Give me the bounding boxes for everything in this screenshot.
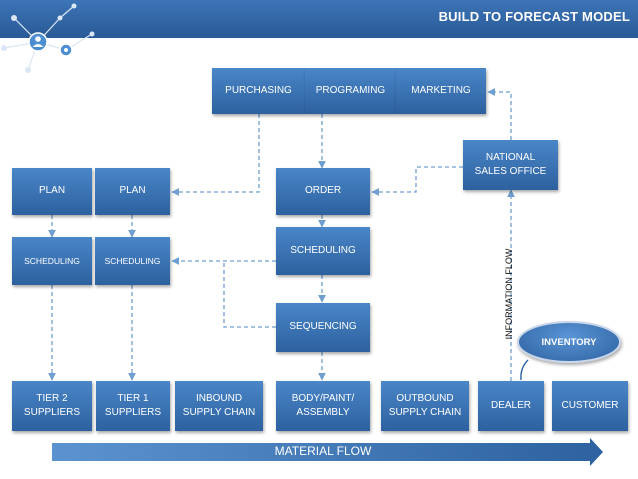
marketing-label: MARKETING <box>411 84 471 96</box>
tier2-suppliers-label: TIER 2 SUPPLIERS <box>23 392 81 419</box>
tier2-suppliers-box: TIER 2 SUPPLIERS <box>12 381 92 431</box>
tier1-suppliers-box: TIER 1 SUPPLIERS <box>96 381 170 431</box>
order-label: ORDER <box>304 185 342 197</box>
scheduling-tier1-box: SCHEDULING <box>95 237 170 285</box>
inbound-supply-chain-box: INBOUND SUPPLY CHAIN <box>175 381 263 431</box>
scheduling-center-label: SCHEDULING <box>290 244 356 256</box>
outbound-supply-chain-box: OUTBOUND SUPPLY CHAIN <box>381 381 469 431</box>
order-box: ORDER <box>276 168 370 215</box>
scheduling-tier1-label: SCHEDULING <box>104 255 161 266</box>
dealer-label: DEALER <box>490 399 531 411</box>
customer-box: CUSTOMER <box>552 381 628 431</box>
purchasing-box: PURCHASING <box>212 68 305 114</box>
plan-tier2-label: PLAN <box>38 185 66 197</box>
scheduling-tier2-label: SCHEDULING <box>24 255 80 266</box>
material-flow-arrow <box>52 438 603 466</box>
national-sales-office-label: NATIONAL SALES OFFICE <box>474 151 547 178</box>
plan-tier1-label: PLAN <box>119 185 146 197</box>
inventory-ellipse: INVENTORY <box>517 321 621 363</box>
sequencing-box: SEQUENCING <box>276 303 370 352</box>
network-logo-icon <box>1 3 95 73</box>
inbound-supply-chain-label: INBOUND SUPPLY CHAIN <box>182 392 256 419</box>
tier1-suppliers-label: TIER 1 SUPPLIERS <box>104 392 162 419</box>
body-paint-assembly-box: BODY/PAINT/ ASSEMBLY <box>276 381 370 431</box>
customer-label: CUSTOMER <box>561 399 619 411</box>
scheduling-tier2-box: SCHEDULING <box>12 237 92 285</box>
page-title: BUILD TO FORECAST MODEL <box>438 9 630 24</box>
dealer-box: DEALER <box>478 381 544 431</box>
information-flow-text: INFORMATION FLOW <box>504 248 514 340</box>
header-bar: BUILD TO FORECAST MODEL <box>0 0 638 73</box>
programing-box: PROGRAMING <box>305 68 396 114</box>
programing-label: PROGRAMING <box>315 84 386 96</box>
inventory-label: INVENTORY <box>541 336 597 348</box>
marketing-box: MARKETING <box>396 68 486 114</box>
plan-tier1-box: PLAN <box>95 168 170 215</box>
plan-tier2-box: PLAN <box>12 168 92 215</box>
national-sales-office-box: NATIONAL SALES OFFICE <box>463 140 558 190</box>
material-flow-label: MATERIAL FLOW <box>274 444 372 458</box>
purchasing-label: PURCHASING <box>225 84 292 96</box>
scheduling-center-box: SCHEDULING <box>276 227 370 275</box>
outbound-supply-chain-label: OUTBOUND SUPPLY CHAIN <box>388 392 462 419</box>
sequencing-label: SEQUENCING <box>289 321 357 333</box>
body-paint-assembly-label: BODY/PAINT/ ASSEMBLY <box>291 392 355 419</box>
